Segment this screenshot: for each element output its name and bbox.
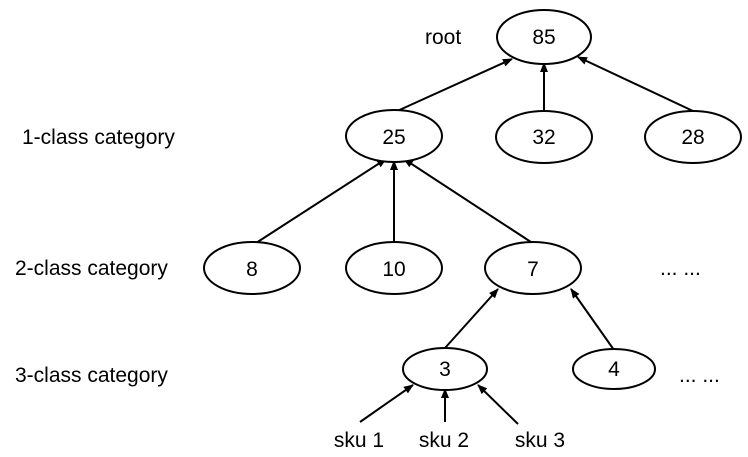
node-root-value: 85	[532, 26, 555, 49]
edge-4-to-7	[570, 288, 615, 351]
level-label-class3: 3-class category	[15, 364, 168, 387]
edge-7-to-25	[403, 158, 535, 245]
sku-label-3: sku 3	[515, 429, 565, 452]
edge-sku3-to-3	[477, 384, 519, 425]
node-class3-b-value: 4	[608, 358, 620, 381]
node-class1-c: 28	[644, 110, 742, 164]
edge-25-to-85	[394, 58, 513, 113]
node-class2-c: 7	[484, 241, 582, 295]
level-label-class1: 1-class category	[22, 126, 175, 149]
node-class2-b-value: 10	[382, 258, 405, 281]
edge-sku1-to-3	[359, 384, 414, 423]
node-class1-b: 32	[495, 110, 593, 164]
edge-8-to-25	[255, 158, 387, 244]
ellipsis-class2: ... ...	[660, 257, 701, 280]
node-class3-a: 3	[402, 347, 488, 391]
node-class1-a: 25	[345, 109, 443, 163]
node-class2-a: 8	[203, 241, 301, 295]
level-label-class2: 2-class category	[15, 257, 168, 280]
node-class2-c-value: 7	[527, 258, 539, 281]
edge-28-to-85	[577, 56, 694, 112]
node-root: 85	[496, 9, 592, 65]
sku-label-2: sku 2	[419, 429, 469, 452]
node-class1-b-value: 32	[532, 126, 555, 149]
node-class2-a-value: 8	[246, 258, 258, 281]
node-class1-c-value: 28	[681, 126, 704, 149]
node-class3-a-value: 3	[439, 358, 451, 381]
tree-edges	[255, 56, 694, 425]
ellipsis-class3: ... ...	[679, 364, 720, 387]
node-class1-a-value: 25	[382, 126, 405, 149]
edge-3-to-7	[444, 288, 499, 349]
sku-label-1: sku 1	[334, 429, 384, 452]
node-class2-b: 10	[345, 241, 443, 295]
node-class3-b: 4	[572, 348, 656, 390]
level-label-root: root	[425, 26, 461, 49]
